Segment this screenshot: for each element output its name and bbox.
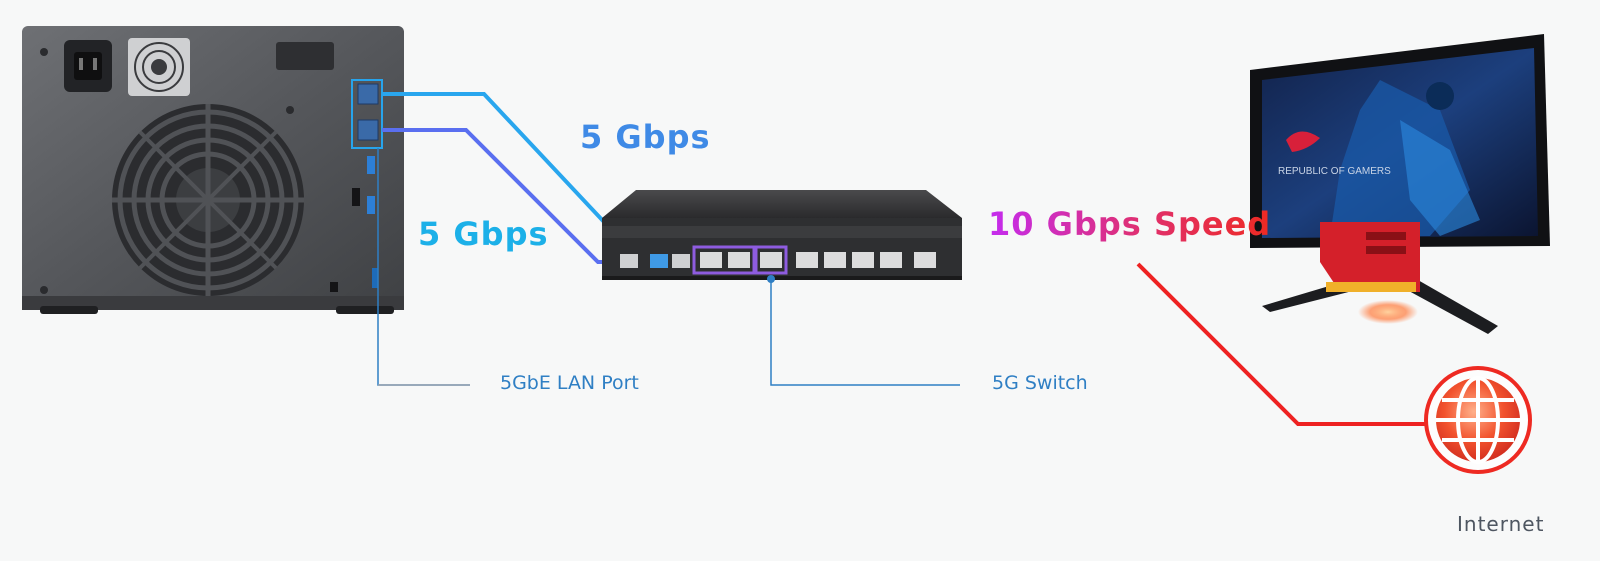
lan-speed-label-bottom: 5 Gbps <box>418 215 549 253</box>
lan-port-icon <box>351 79 383 149</box>
power-socket-icon <box>64 40 112 92</box>
switch-callout-line <box>770 279 960 386</box>
lan-speed-label-top: 5 Gbps <box>580 118 711 156</box>
internet-cable <box>1136 262 1440 426</box>
globe-icon <box>1424 366 1532 474</box>
nas-device-icon <box>22 26 404 314</box>
switch-label: 5G Switch <box>992 372 1088 394</box>
rog-logo <box>1286 131 1320 152</box>
lan-port-callout-line <box>377 148 470 386</box>
network-switch-icon <box>602 190 962 283</box>
lan-port-label: 5GbE LAN Port <box>500 372 639 394</box>
psu-fan-icon <box>128 38 190 96</box>
fast-speed-label: 10 Gbps Speed <box>988 205 1272 243</box>
gaming-monitor-icon: REPUBLIC OF GAMERS <box>1250 34 1550 334</box>
cooling-fan-icon <box>112 104 304 296</box>
monitor-brand-text: REPUBLIC OF GAMERS <box>1278 166 1391 177</box>
internet-label: Internet <box>1457 512 1545 536</box>
